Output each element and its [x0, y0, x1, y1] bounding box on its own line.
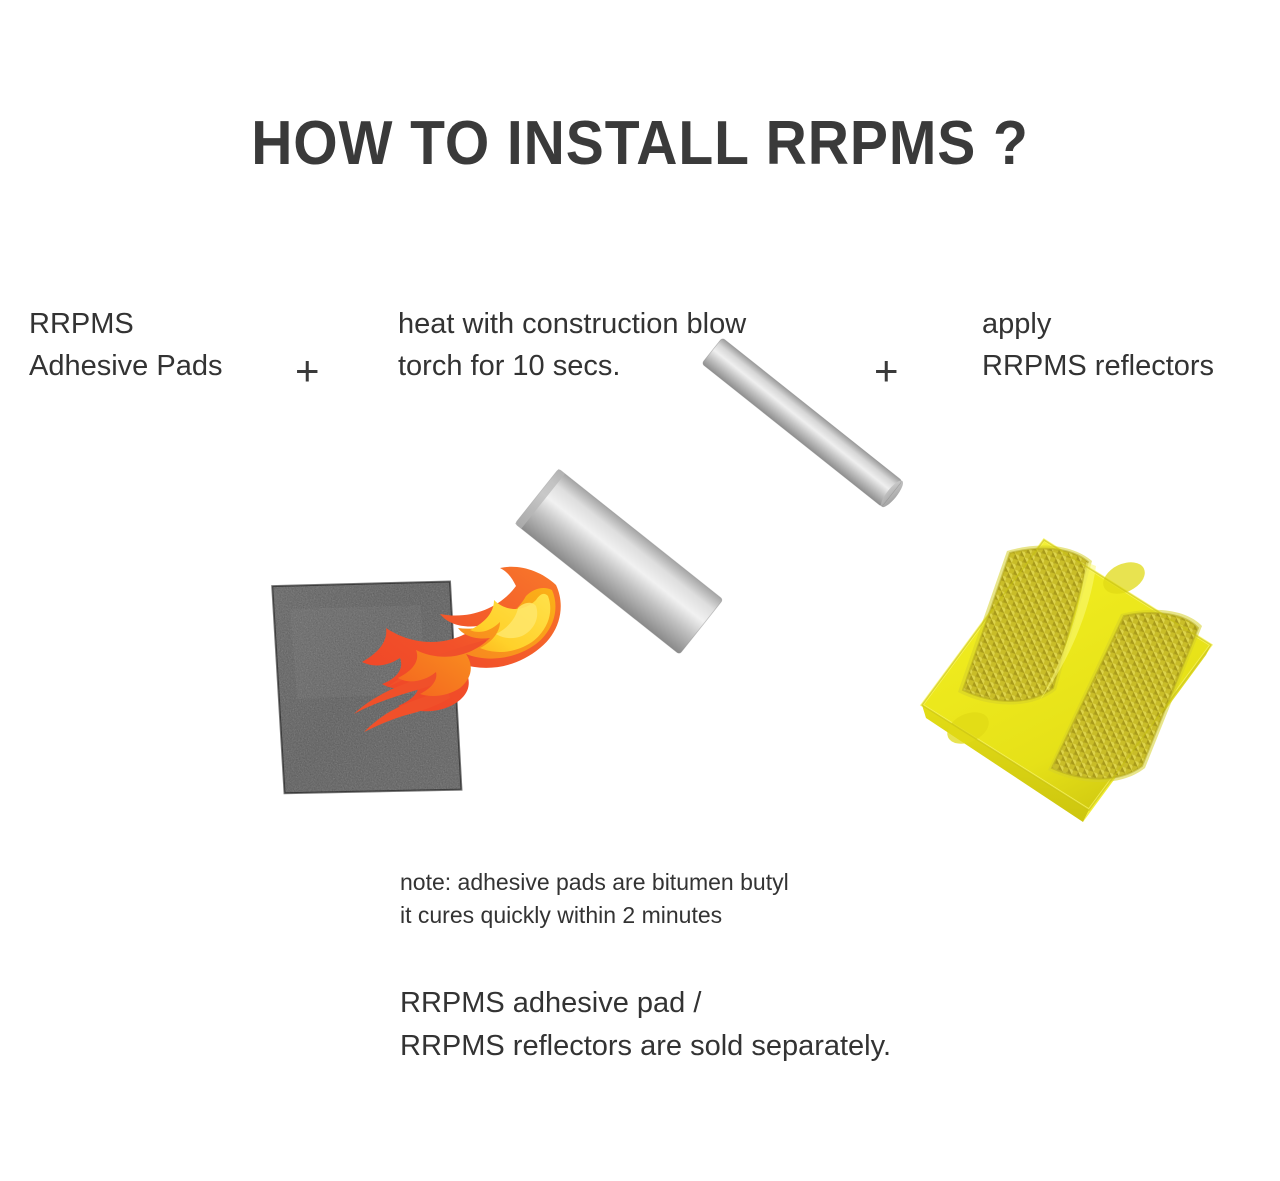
page-title: HOW TO INSTALL RRPMS ?	[251, 109, 1029, 178]
step-label-adhesive-pads: RRPMS Adhesive Pads	[29, 308, 223, 383]
step-label-blow-torch: heat with construction blow torch for 10…	[398, 308, 747, 383]
sold-separately-note: RRPMS adhesive pad / RRPMS reflectors ar…	[400, 987, 892, 1062]
step-label-apply-reflectors: apply RRPMS reflectors	[982, 308, 1215, 383]
adhesive-pad-illustration	[271, 580, 463, 795]
rrpms-reflector-illustration	[919, 537, 1214, 822]
torch-flame-illustration	[354, 566, 561, 732]
adhesive-pad-note: note: adhesive pads are bitumen butyl it…	[400, 869, 789, 928]
plus-connector-1: +	[295, 347, 320, 394]
plus-connector-2: +	[874, 347, 899, 394]
